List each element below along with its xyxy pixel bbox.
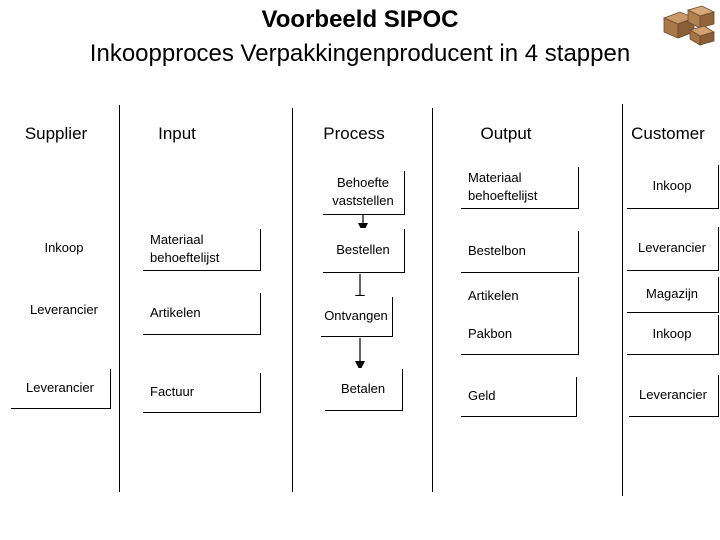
output-label: Pakbon: [468, 326, 513, 341]
output-label: Geld: [468, 388, 496, 403]
customer-label: Inkoop: [652, 326, 692, 341]
input-box-factuur: Factuur: [142, 372, 260, 412]
output-label: Materiaal behoeftelijst: [468, 170, 538, 203]
supplier-box-leverancier-2: Leverancier: [10, 368, 110, 408]
customer-label: Leverancier: [639, 387, 707, 402]
input-label: Artikelen: [150, 305, 201, 320]
supplier-label: Leverancier: [26, 380, 94, 395]
process-label: Behoefte vaststellen: [332, 175, 394, 208]
customer-box-leverancier: Leverancier: [626, 226, 718, 270]
customer-label: Inkoop: [652, 178, 692, 193]
customer-label: Leverancier: [638, 240, 706, 255]
input-label: Materiaal behoeftelijst: [150, 232, 220, 265]
process-box-ontvangen: Ontvangen: [320, 296, 392, 336]
output-label: Artikelen: [468, 288, 519, 303]
supplier-label: Leverancier: [30, 302, 98, 317]
output-box-pakbon: Pakbon: [460, 314, 578, 354]
column-header-output: Output: [480, 124, 532, 143]
process-label: Bestellen: [336, 242, 390, 257]
supplier-label: Inkoop: [44, 240, 84, 255]
supplier-box-leverancier: Leverancier: [14, 290, 114, 330]
supplier-box-inkoop: Inkoop: [14, 228, 114, 268]
process-box-bestellen: Bestellen: [322, 228, 404, 272]
customer-box-magazijn: Magazijn: [626, 276, 718, 312]
column-header-supplier: Supplier: [24, 124, 88, 143]
output-box-materiaal-behoeftelijst: Materiaal behoeftelijst: [460, 166, 578, 208]
process-box-behoefte-vaststellen: Behoefte vaststellen: [322, 170, 404, 214]
output-box-artikelen: Artikelen: [460, 276, 578, 316]
process-box-betalen: Betalen: [324, 368, 402, 410]
input-box-materiaal-behoeftelijst: Materiaal behoeftelijst: [142, 228, 260, 270]
separator-process-output: [432, 108, 433, 492]
separator-supplier-input: [119, 105, 120, 492]
diagram-subtitle: Inkoopproces Verpakkingenproducent in 4 …: [89, 40, 631, 67]
column-header-customer: Customer: [631, 124, 705, 143]
process-label: Ontvangen: [324, 308, 388, 323]
output-box-bestelbon: Bestelbon: [460, 230, 578, 272]
separator-output-customer: [622, 104, 623, 496]
customer-label: Magazijn: [645, 286, 699, 301]
customer-box-leverancier-2: Leverancier: [628, 374, 718, 416]
cardboard-boxes-icon: [662, 5, 716, 46]
output-box-geld: Geld: [460, 376, 576, 416]
input-label: Factuur: [150, 384, 195, 399]
output-label: Bestelbon: [468, 243, 526, 258]
process-label: Betalen: [340, 381, 386, 396]
diagram-title: Voorbeeld SIPOC: [261, 6, 459, 33]
customer-box-inkoop-2: Inkoop: [626, 314, 718, 354]
column-header-process: Process: [323, 124, 385, 143]
column-header-input: Input: [158, 124, 196, 143]
customer-box-inkoop: Inkoop: [626, 164, 718, 208]
separator-input-process: [292, 108, 293, 492]
input-box-artikelen: Artikelen: [142, 292, 260, 334]
